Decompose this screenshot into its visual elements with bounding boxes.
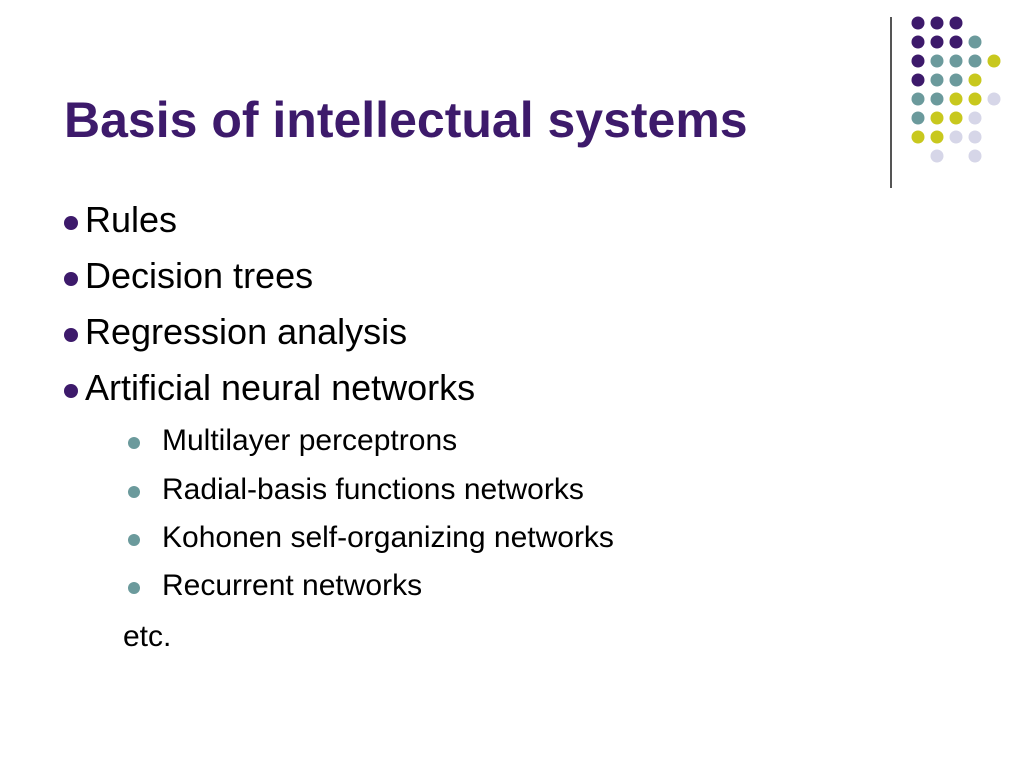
bullet-text: Regression analysis: [85, 311, 408, 352]
decorative-dot: [911, 92, 925, 106]
decorative-dot: [968, 130, 982, 144]
decorative-dot: [911, 16, 925, 30]
bullet-item: Artificial neural networks: [64, 366, 475, 410]
decorative-dot: [930, 92, 944, 106]
decorative-dot: [987, 92, 1001, 106]
decorative-dot: [949, 92, 963, 106]
bullet-dot-icon: [64, 384, 78, 398]
decorative-dot: [930, 149, 944, 163]
decorative-dot: [949, 35, 963, 49]
bullet-dot-icon: [64, 328, 78, 342]
bullet-item: Regression analysis: [64, 310, 407, 354]
decorative-dot: [987, 54, 1001, 68]
sub-bullet-dot-icon: [128, 534, 140, 546]
sub-bullet-dot-icon: [128, 437, 140, 449]
decorative-dot: [968, 54, 982, 68]
decorative-dot: [930, 73, 944, 87]
bullet-text: Decision trees: [85, 255, 314, 296]
sub-bullet-item: Recurrent networks: [128, 567, 422, 605]
decorative-dot: [911, 54, 925, 68]
sub-bullet-item: Radial-basis functions networks: [128, 471, 584, 509]
bullet-text: Rules: [85, 199, 178, 240]
decorative-dot: [911, 130, 925, 144]
decorative-dot: [968, 111, 982, 125]
decorative-dot: [930, 54, 944, 68]
decorative-dot: [968, 73, 982, 87]
sub-bullet-item: Multilayer perceptrons: [128, 422, 457, 460]
decorative-dot: [911, 73, 925, 87]
decorative-dot: [949, 111, 963, 125]
decorative-dot: [930, 111, 944, 125]
decorative-dot: [968, 149, 982, 163]
trailing-text: etc.: [123, 620, 172, 653]
sub-bullet-item: Kohonen self-organizing networks: [128, 519, 614, 557]
decorative-dot: [949, 54, 963, 68]
decorative-dot: [930, 16, 944, 30]
decorative-dot: [930, 130, 944, 144]
decorative-dot: [930, 35, 944, 49]
decorative-dot-grid: [911, 16, 1001, 163]
slide-title: Basis of intellectual systems: [64, 92, 748, 148]
bullet-item: Rules: [64, 198, 177, 242]
decorative-dot: [949, 16, 963, 30]
decorative-dot: [949, 130, 963, 144]
bullet-dot-icon: [64, 272, 78, 286]
sub-bullet-text: Kohonen self-organizing networks: [162, 521, 614, 554]
decorative-dot: [911, 111, 925, 125]
sub-bullet-dot-icon: [128, 582, 140, 594]
decorative-dot: [949, 73, 963, 87]
decorative-dot: [968, 35, 982, 49]
sub-bullet-text: Recurrent networks: [162, 569, 423, 602]
vertical-divider: [890, 17, 892, 188]
bullet-text: Artificial neural networks: [85, 367, 476, 408]
sub-bullet-text: Radial-basis functions networks: [162, 473, 584, 506]
sub-bullet-dot-icon: [128, 486, 140, 498]
decorative-dot: [968, 92, 982, 106]
sub-bullet-text: Multilayer perceptrons: [162, 424, 458, 457]
bullet-item: Decision trees: [64, 254, 313, 298]
decorative-dot: [911, 35, 925, 49]
bullet-dot-icon: [64, 216, 78, 230]
